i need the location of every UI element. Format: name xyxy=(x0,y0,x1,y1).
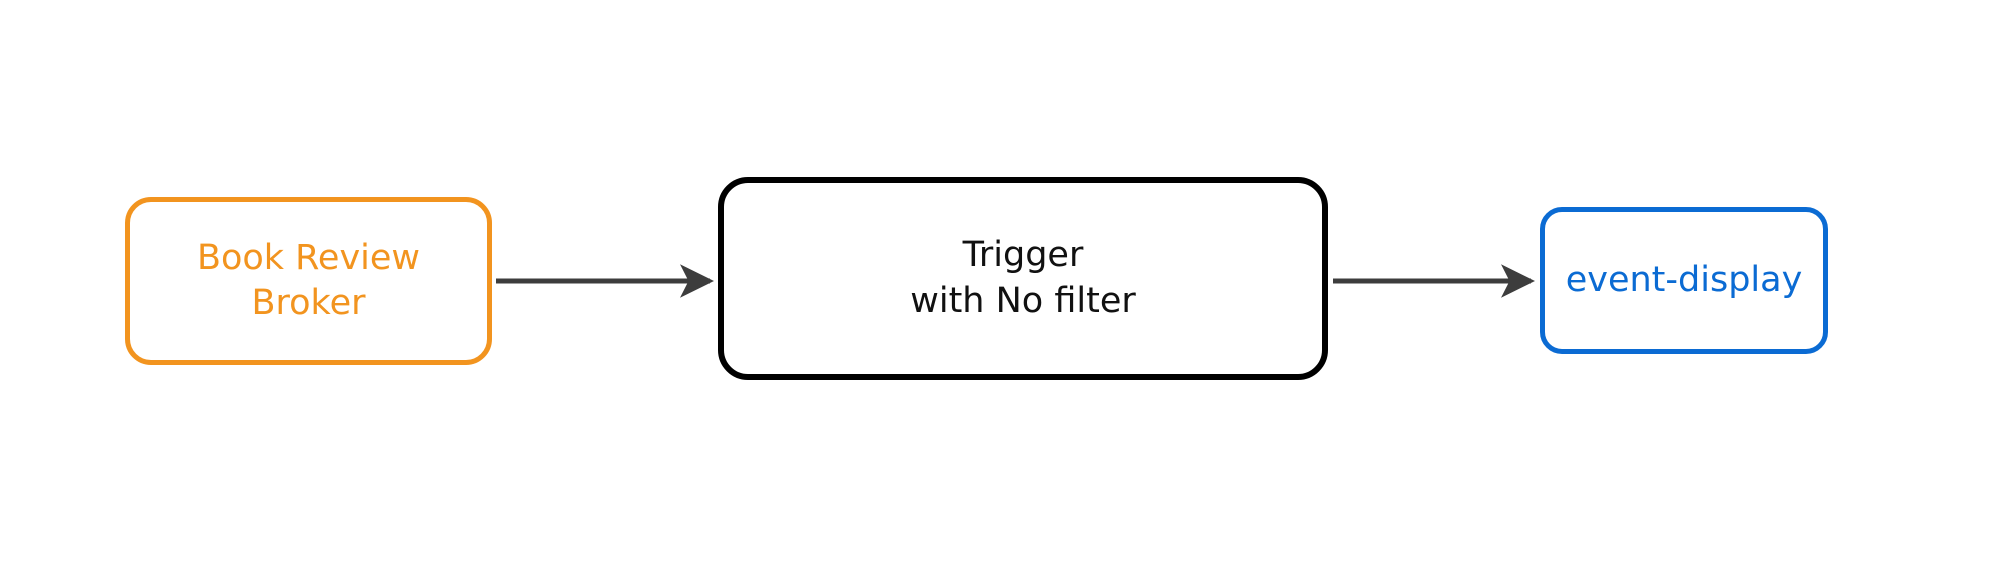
node-event-display-label: event-display xyxy=(1565,259,1803,300)
node-book-review-broker[interactable]: Book Review Broker xyxy=(125,197,492,365)
node-trigger-label-line2: with No filter xyxy=(910,280,1136,321)
node-event-display[interactable]: event-display xyxy=(1540,207,1828,354)
node-book-review-broker-label-line1: Book Review xyxy=(196,237,421,278)
node-trigger[interactable]: Trigger with No filter xyxy=(718,177,1328,380)
node-trigger-label-line1: Trigger xyxy=(962,235,1084,275)
node-book-review-broker-label-line2: Broker xyxy=(251,283,366,323)
